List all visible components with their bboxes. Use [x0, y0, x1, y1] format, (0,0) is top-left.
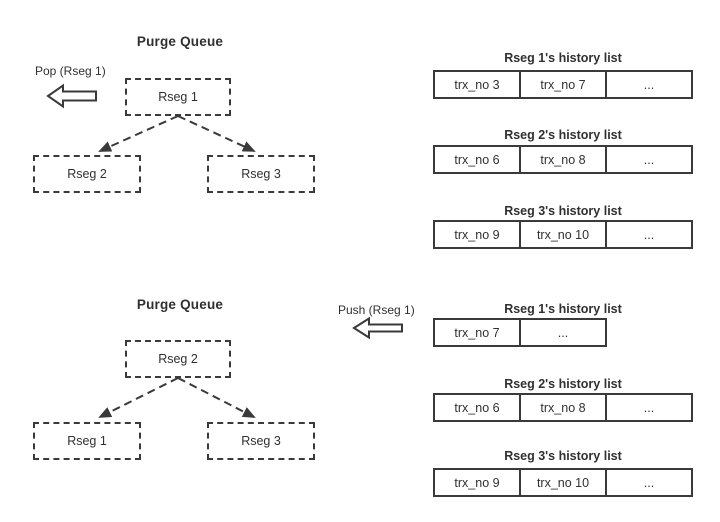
top-history-list-2-table: trx_no 6 trx_no 8 ... — [433, 145, 693, 174]
history-cell: trx_no 8 — [519, 395, 605, 420]
history-cell: ... — [605, 470, 691, 495]
bottom-history-list-3-table: trx_no 9 trx_no 10 ... — [433, 468, 693, 497]
push-left-arrow-icon — [352, 316, 403, 340]
top-queue-node-right: Rseg 3 — [207, 155, 315, 193]
history-cell: trx_no 7 — [454, 325, 500, 340]
top-queue-node-right-label: Rseg 3 — [241, 167, 281, 181]
top-queue-node-root: Rseg 1 — [125, 78, 231, 116]
bottom-history-list-1-table: trx_no 7 ... — [433, 318, 607, 347]
pop-left-arrow-icon — [46, 83, 97, 109]
top-history-list-1-table: trx_no 3 trx_no 7 ... — [433, 70, 693, 99]
history-cell: trx_no 10 — [519, 470, 605, 495]
bottom-queue-node-root-label: Rseg 2 — [158, 352, 198, 366]
history-cell: trx_no 3 — [454, 77, 500, 92]
history-cell: ... — [605, 222, 691, 247]
top-queue-node-root-label: Rseg 1 — [158, 90, 198, 104]
bottom-queue-node-left: Rseg 1 — [33, 422, 141, 460]
edge-bottom-root-to-left-child — [98, 377, 179, 418]
top-history-list-2-title: Rseg 2's history list — [504, 128, 622, 142]
edge-top-root-to-left-child — [98, 115, 179, 152]
history-cell: trx_no 7 — [519, 72, 605, 97]
top-queue-node-left-label: Rseg 2 — [67, 167, 107, 181]
bottom-history-list-1-title: Rseg 1's history list — [504, 302, 622, 316]
history-cell: trx_no 6 — [454, 400, 500, 415]
bottom-push-action-label: Push (Rseg 1) — [338, 303, 415, 317]
history-cell: ... — [519, 320, 605, 345]
top-queue-node-left: Rseg 2 — [33, 155, 141, 193]
history-cell: trx_no 9 — [454, 475, 500, 490]
bottom-queue-node-right: Rseg 3 — [207, 422, 315, 460]
top-purge-queue-title: Purge Queue — [136, 34, 224, 49]
bottom-queue-node-root: Rseg 2 — [125, 340, 231, 378]
edge-bottom-root-to-right-child — [177, 377, 256, 418]
history-cell: trx_no 10 — [519, 222, 605, 247]
bottom-queue-node-right-label: Rseg 3 — [241, 434, 281, 448]
edge-top-root-to-right-child — [177, 115, 256, 152]
history-cell: trx_no 8 — [519, 147, 605, 172]
bottom-purge-queue-title: Purge Queue — [136, 297, 224, 312]
history-cell: trx_no 6 — [454, 152, 500, 167]
bottom-queue-node-left-label: Rseg 1 — [67, 434, 107, 448]
top-history-list-1-title: Rseg 1's history list — [504, 51, 622, 65]
history-cell: ... — [605, 395, 691, 420]
top-history-list-3-table: trx_no 9 trx_no 10 ... — [433, 220, 693, 249]
top-pop-action-label: Pop (Rseg 1) — [35, 64, 106, 78]
history-cell: ... — [605, 72, 691, 97]
bottom-history-list-2-title: Rseg 2's history list — [504, 377, 622, 391]
bottom-history-list-2-table: trx_no 6 trx_no 8 ... — [433, 393, 693, 422]
bottom-history-list-3-title: Rseg 3's history list — [504, 449, 622, 463]
history-cell: ... — [605, 147, 691, 172]
top-history-list-3-title: Rseg 3's history list — [504, 204, 622, 218]
history-cell: trx_no 9 — [454, 227, 500, 242]
